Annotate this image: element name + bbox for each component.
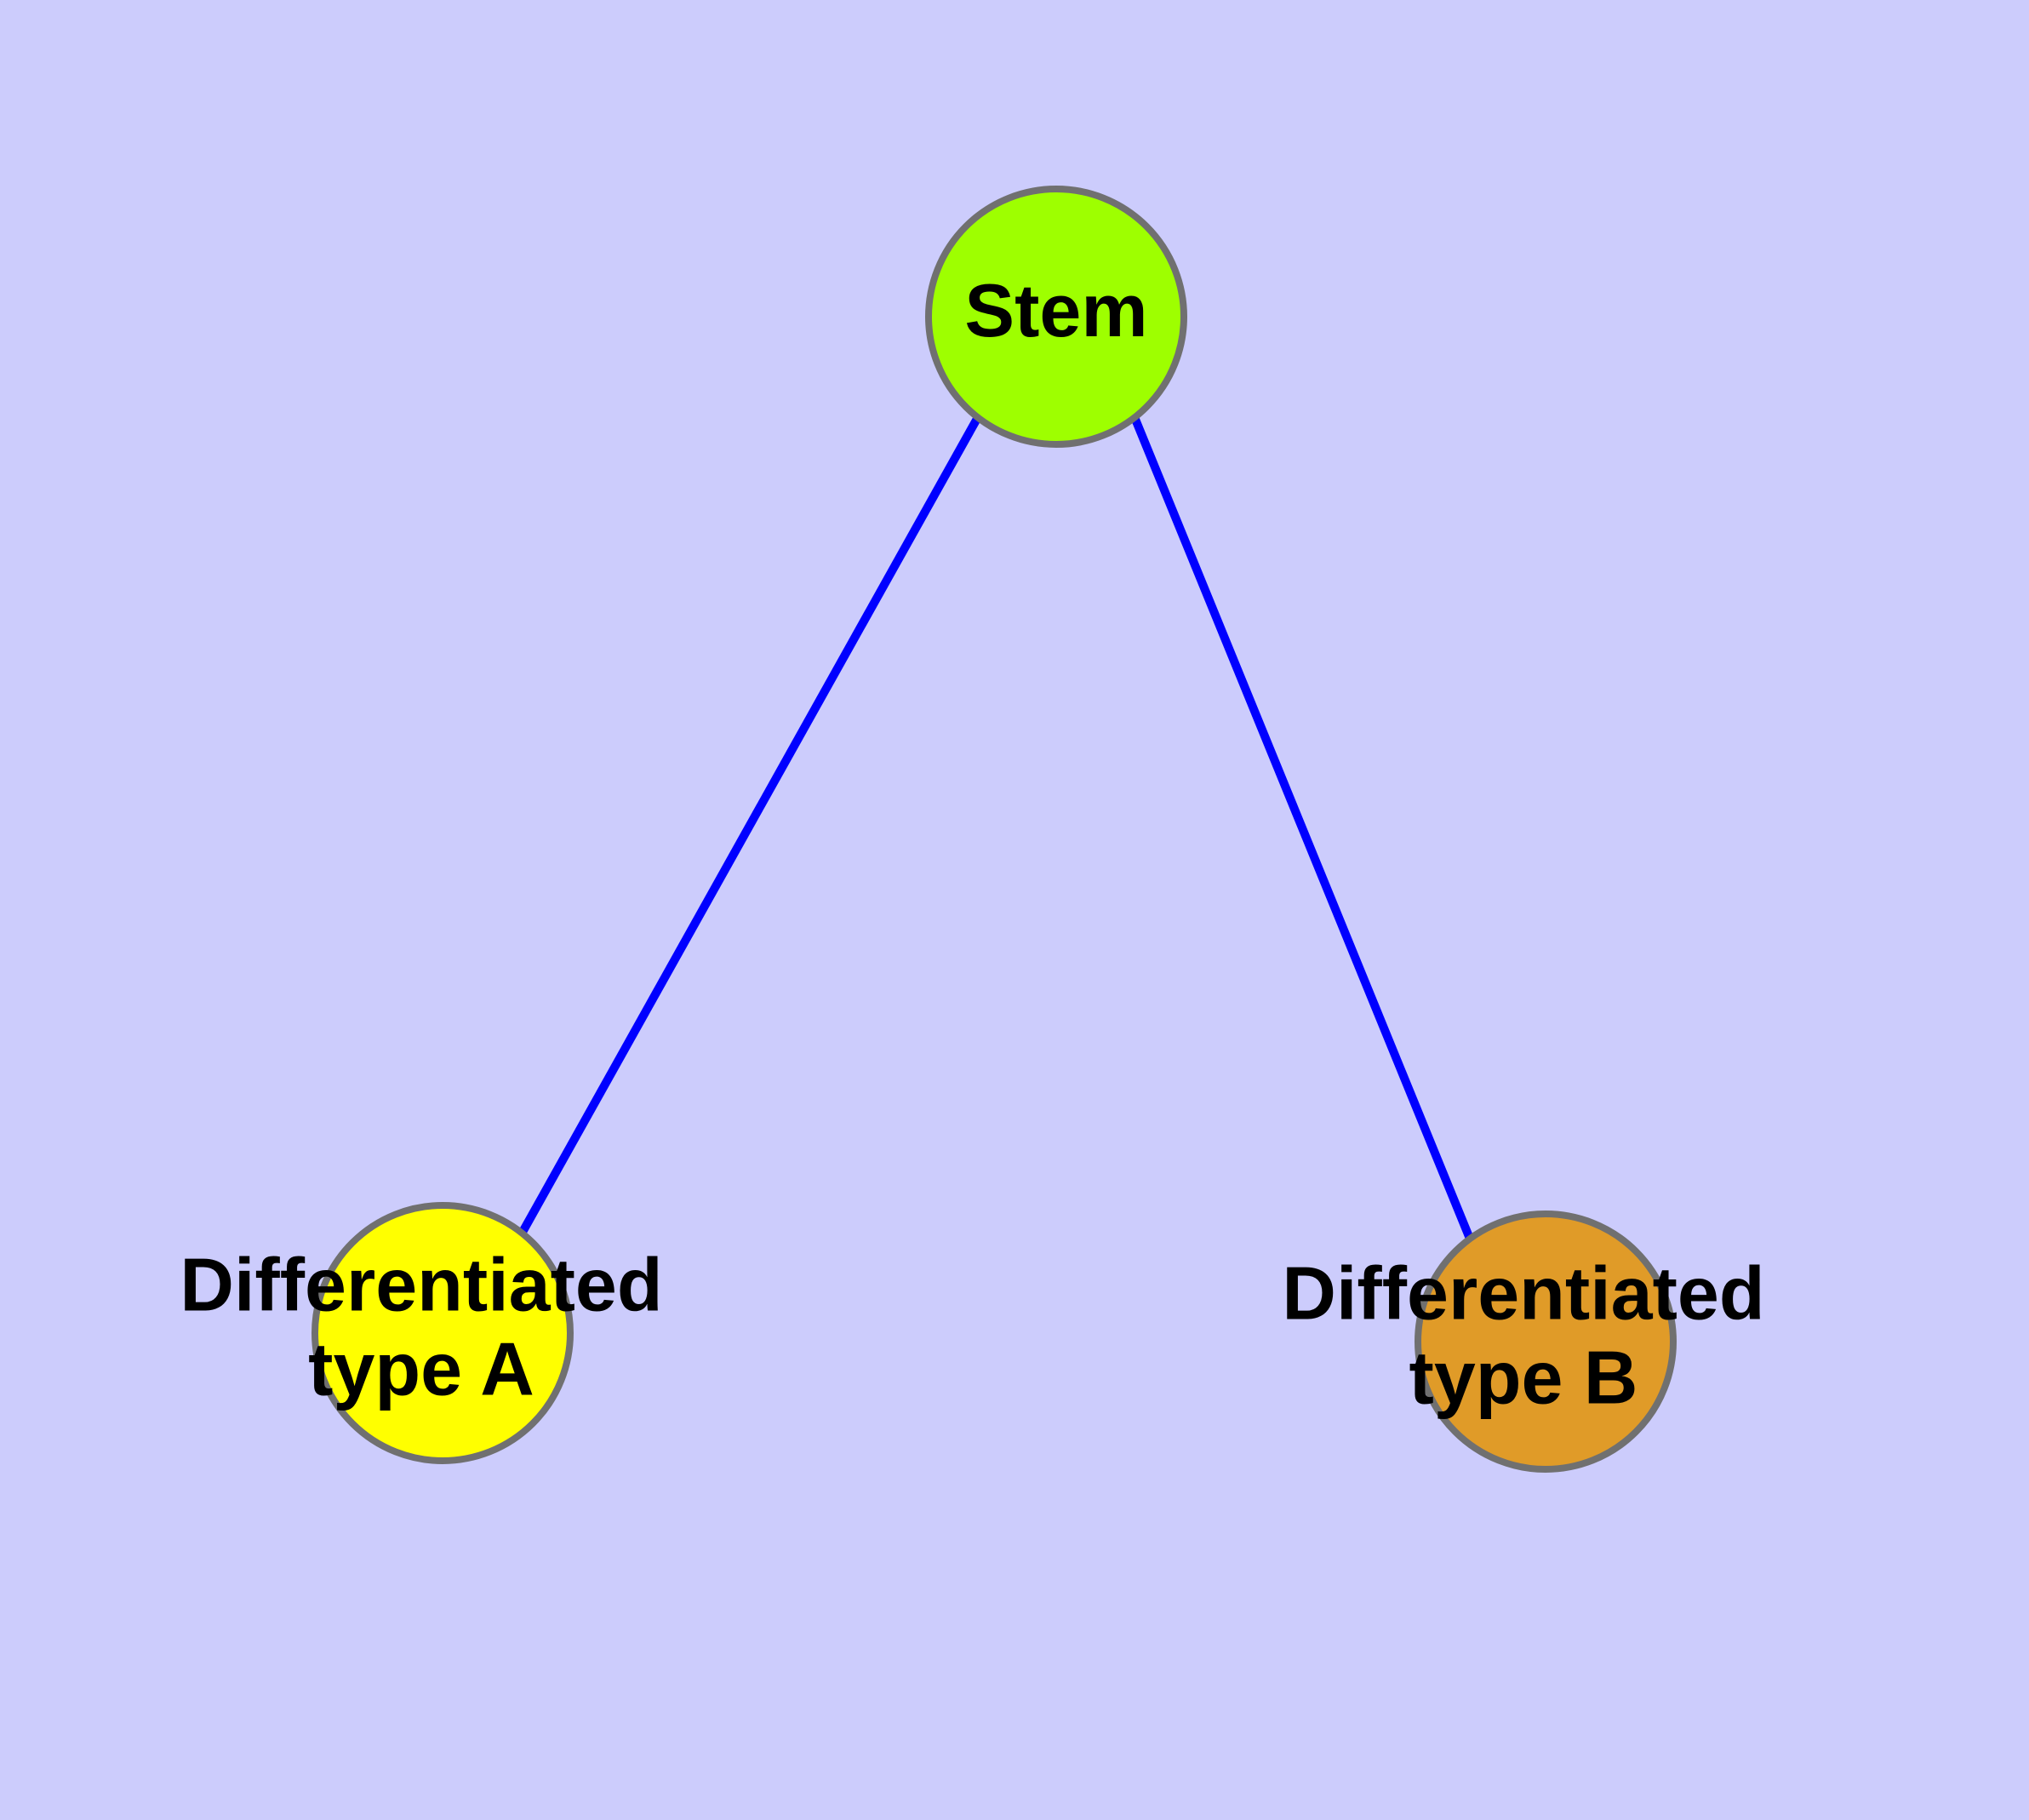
node-stem[interactable]: Stem — [925, 186, 1187, 448]
edge-stem-to-diff-a[interactable] — [517, 415, 982, 1236]
node-label-line: Differentiated — [1282, 1251, 1764, 1336]
node-label-line: type A — [308, 1327, 534, 1411]
node-differentiated-type-b-circle[interactable] — [1415, 1210, 1677, 1473]
node-differentiated-type-a-circle[interactable] — [311, 1202, 574, 1464]
node-label-line: Stem — [964, 268, 1147, 352]
node-label-line: type B — [1409, 1336, 1638, 1420]
edge-layer — [517, 415, 1474, 1240]
node-stem-label: Stem — [964, 268, 1147, 352]
node-label-line: Differentiated — [180, 1243, 662, 1327]
node-stem-circle[interactable] — [925, 186, 1187, 448]
edge-stem-to-diff-b[interactable] — [1130, 415, 1474, 1240]
